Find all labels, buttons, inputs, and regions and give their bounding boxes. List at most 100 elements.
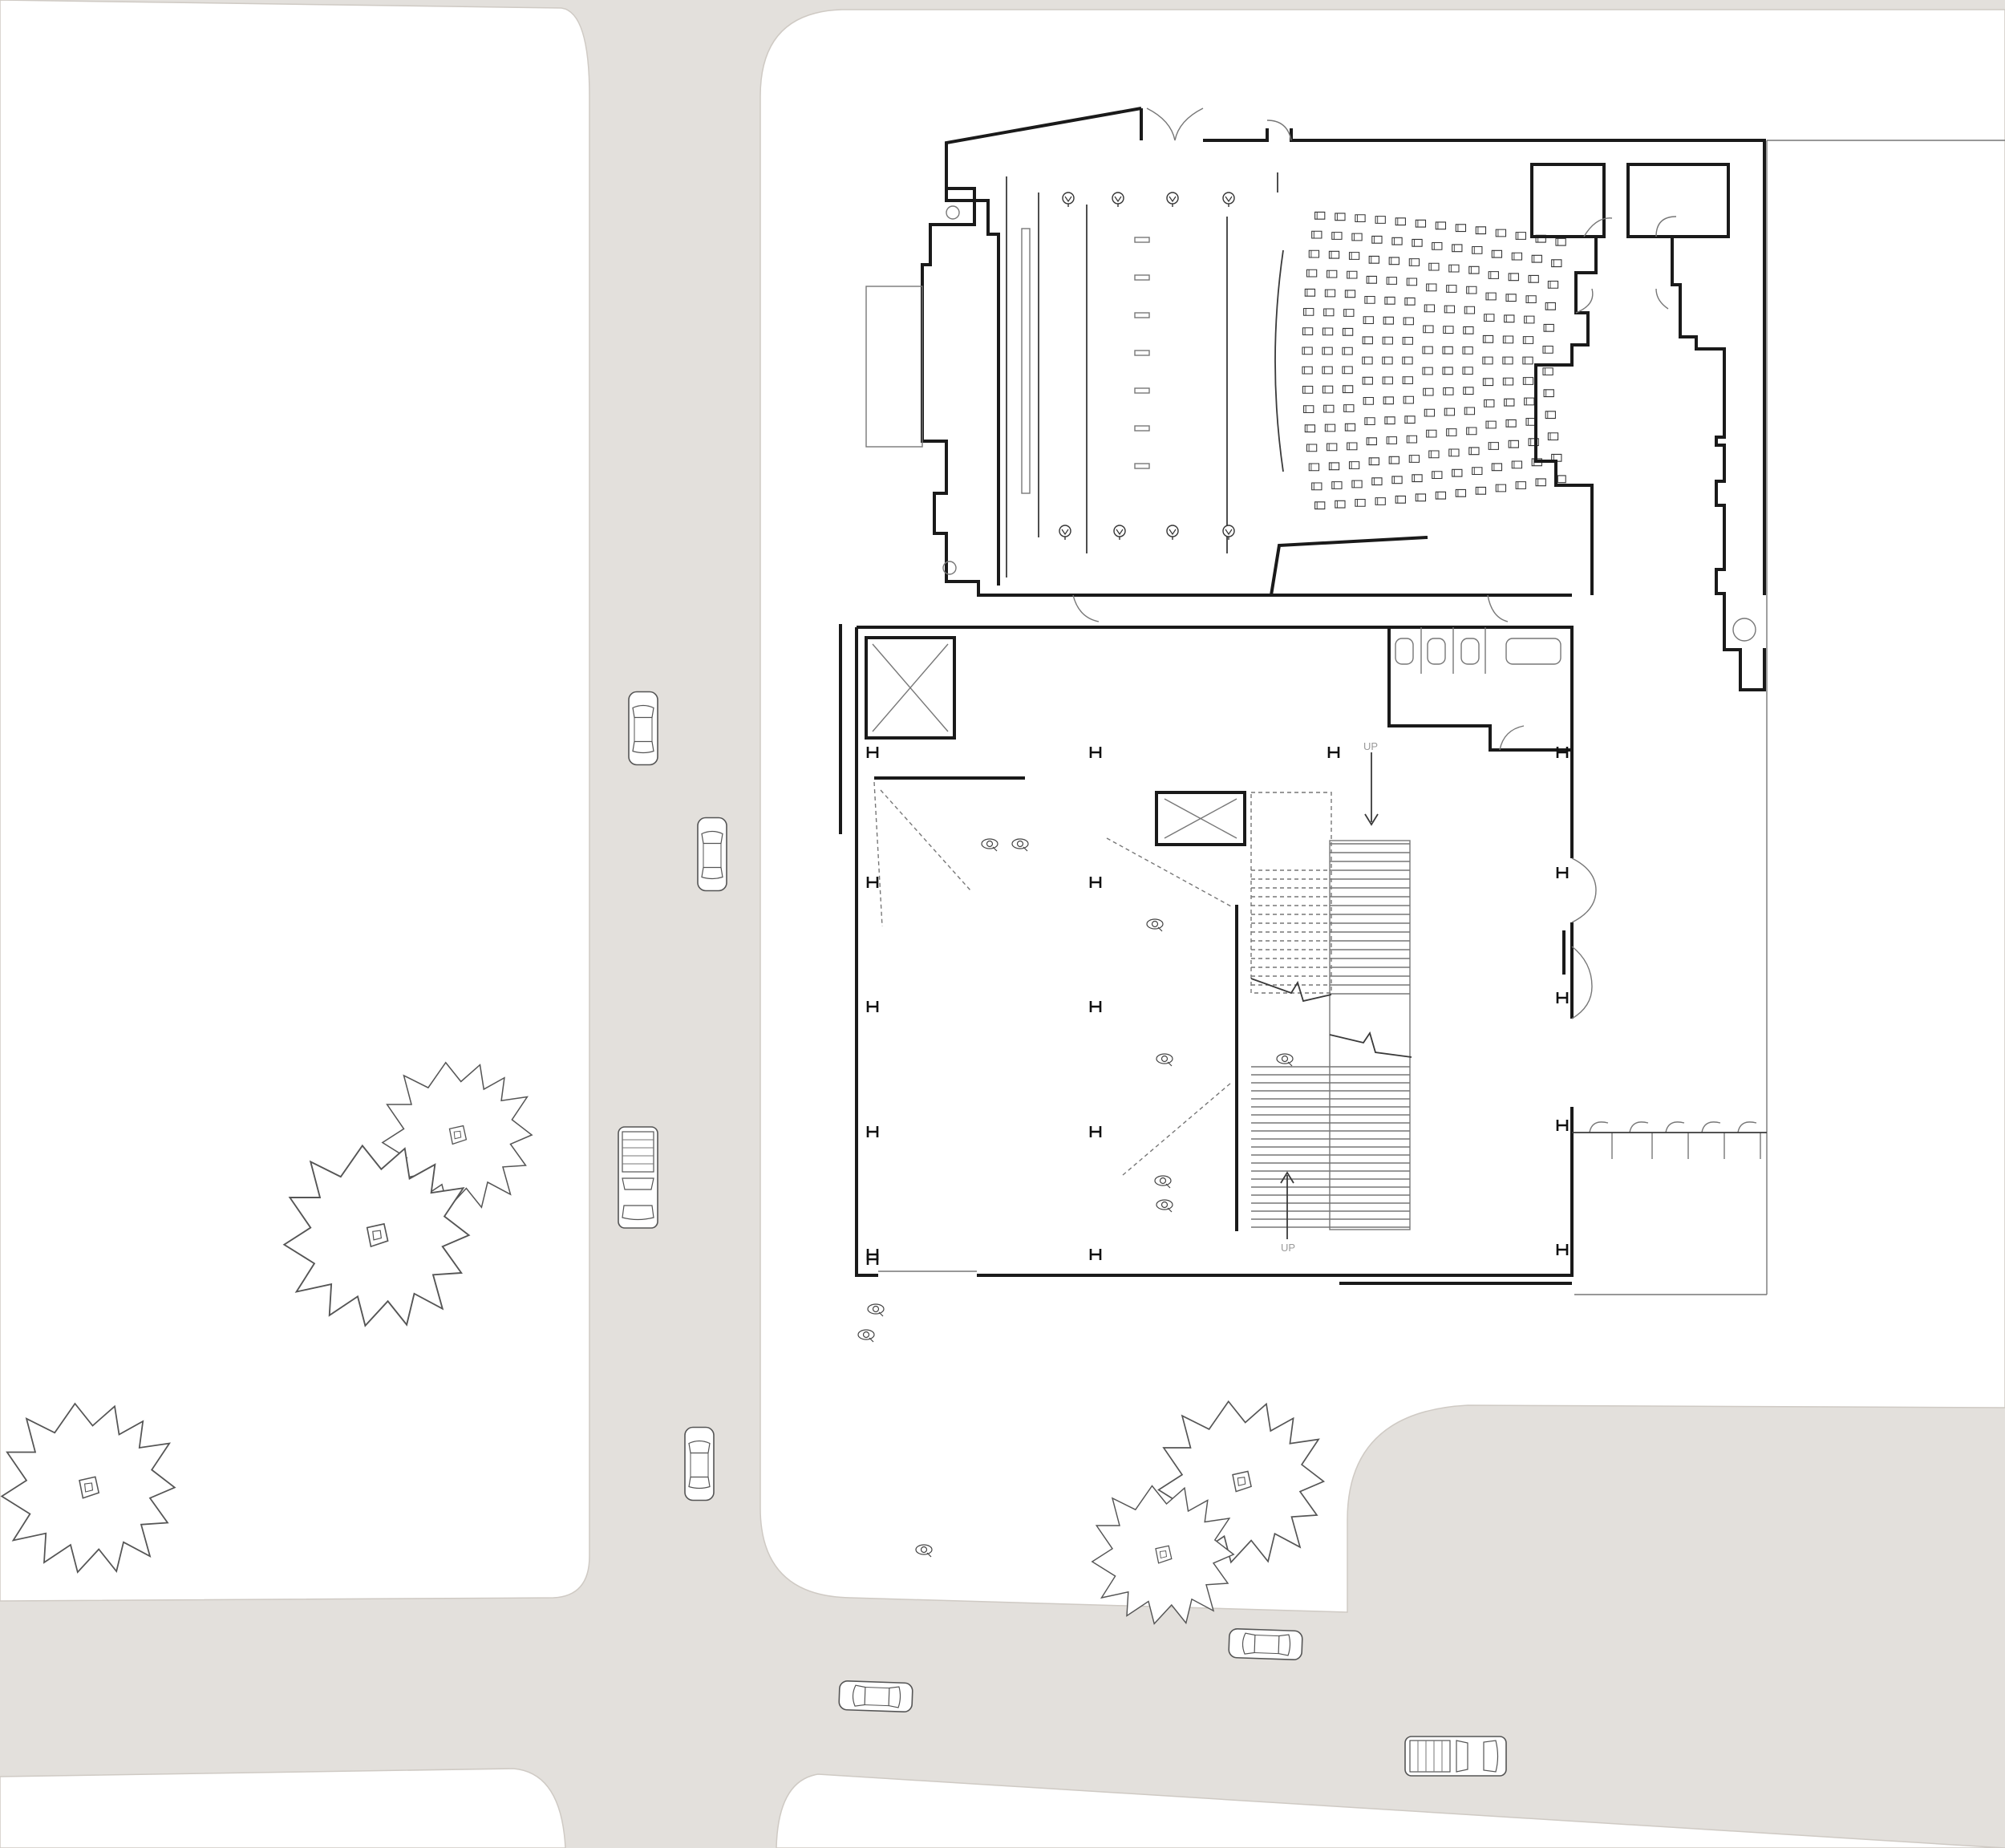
- auditorium-chair-icon: [1306, 444, 1318, 452]
- auditorium-chair-icon: [1322, 385, 1334, 394]
- auditorium-top-wall: [1140, 108, 1766, 595]
- auditorium-chair-icon: [1382, 376, 1393, 385]
- auditorium-chair-icon: [1531, 254, 1542, 263]
- auditorium-chair-icon: [1384, 416, 1395, 425]
- pickup-truck-icon: [1404, 1736, 1507, 1777]
- corner-fixture: [946, 205, 960, 220]
- auditorium-chair-icon: [1484, 399, 1495, 407]
- elevator-shaft: [865, 636, 956, 740]
- auditorium-chair-icon: [1423, 387, 1434, 396]
- service-fixture: [1732, 618, 1756, 642]
- stair-break-line: [1250, 978, 1332, 1003]
- auditorium-chair-icon: [1323, 308, 1335, 317]
- auditorium-chair-icon: [1386, 277, 1397, 285]
- auditorium-chair-icon: [1308, 463, 1320, 472]
- auditorium-chair-icon: [1388, 456, 1399, 464]
- auditorium-chair-icon: [1488, 442, 1499, 450]
- auditorium-chair-icon: [1542, 367, 1553, 376]
- auditorium-chair-icon: [1504, 314, 1515, 323]
- corner-fixture: [942, 561, 957, 575]
- auditorium-chair-icon: [1368, 255, 1379, 264]
- auditorium-inner-wall: [945, 143, 1000, 586]
- auditorium-outer-wall: [921, 107, 1572, 597]
- auditorium-chair-icon: [1324, 424, 1336, 432]
- auditorium-chair-icon: [1525, 295, 1537, 304]
- auditorium-chair-icon: [1395, 495, 1406, 504]
- auditorium-chair-icon: [1508, 273, 1519, 282]
- auditorium-chair-icon: [1502, 377, 1514, 386]
- auditorium-chair-icon: [1408, 455, 1420, 463]
- auditorium-chair-icon: [1448, 264, 1460, 273]
- stair: UP UP: [1250, 740, 1412, 1254]
- auditorium-chair-icon: [1342, 385, 1354, 394]
- auditorium-chair-icon: [1485, 420, 1497, 429]
- auditorium-chair-icon: [1364, 417, 1375, 426]
- auditorium-chair-icon: [1402, 376, 1413, 385]
- auditorium-chair-icon: [1522, 377, 1534, 385]
- auditorium-chair-icon: [1491, 249, 1503, 258]
- auditorium-chair-icon: [1524, 315, 1535, 324]
- service-door: [1655, 288, 1669, 310]
- car-icon: [838, 1680, 913, 1713]
- auditorium-chair-icon: [1328, 250, 1340, 259]
- auditorium-chair-icon: [1404, 297, 1416, 306]
- auditorium-chair-icon: [1304, 288, 1316, 297]
- auditorium-chair-icon: [1442, 367, 1453, 375]
- auditorium-chair-icon: [1446, 285, 1457, 293]
- auditorium-chair-icon: [1524, 397, 1535, 406]
- auditorium-chair-icon: [1331, 481, 1343, 489]
- pivot-panel: [1122, 1082, 1232, 1176]
- auditorium-chair-icon: [1502, 356, 1513, 365]
- auditorium-chair-icon: [1495, 484, 1507, 492]
- auditorium-chair-icon: [1412, 474, 1423, 483]
- auditorium-chair-icon: [1406, 435, 1418, 444]
- auditorium-chair-icon: [1342, 327, 1354, 336]
- projection-annex: [865, 286, 923, 448]
- auditorium-chair-icon: [1468, 447, 1480, 456]
- auditorium-chair-icon: [1515, 481, 1526, 489]
- auditorium-chair-icon: [1335, 500, 1346, 509]
- auditorium-chair-icon: [1322, 327, 1334, 336]
- auditorium-chair-icon: [1371, 477, 1383, 486]
- auditorium-chair-icon: [1444, 407, 1456, 416]
- auditorium-chair-icon: [1462, 346, 1473, 355]
- auditorium-chair-icon: [1415, 493, 1427, 502]
- auditorium-chair-icon: [1344, 290, 1356, 298]
- auditorium-chair-icon: [1442, 346, 1453, 355]
- auditorium-chair-icon: [1348, 461, 1360, 469]
- auditorium-chair-icon: [1311, 482, 1322, 491]
- auditorium-chair-icon: [1395, 217, 1406, 226]
- auditorium-chair-icon: [1364, 295, 1375, 304]
- auditorium-chair-icon: [1551, 259, 1562, 268]
- auditorium-chair-icon: [1403, 395, 1414, 404]
- auditorium-chair-icon: [1482, 334, 1494, 343]
- auditorium-chair-icon: [1403, 317, 1414, 326]
- auditorium-chair-icon: [1502, 335, 1514, 344]
- auditorium-lower-door: [1072, 594, 1100, 622]
- auditorium-chair-icon: [1362, 376, 1373, 385]
- auditorium-chair-icon: [1475, 226, 1487, 235]
- city-block-main: [759, 9, 2005, 1613]
- auditorium-chair-icon: [1363, 316, 1374, 325]
- stair-treads: [1251, 843, 1410, 1228]
- auditorium-chair-icon: [1355, 214, 1366, 223]
- auditorium-chair-icon: [1472, 245, 1483, 254]
- auditorium-chair-icon: [1302, 346, 1313, 355]
- car-icon: [1228, 1627, 1303, 1661]
- auditorium-chair-icon: [1426, 429, 1437, 438]
- auditorium-chair-icon: [1522, 356, 1533, 365]
- service-wing: [1530, 140, 2005, 1295]
- auditorium-chair-icon: [1504, 398, 1515, 407]
- auditorium-chair-icon: [1348, 252, 1360, 260]
- auditorium-chair-icon: [1426, 283, 1437, 292]
- pivot-panel: [1106, 837, 1232, 907]
- auditorium-chair-icon: [1366, 437, 1377, 446]
- auditorium-chair-icon: [1347, 442, 1358, 451]
- auditorium-chair-icon: [1412, 238, 1423, 247]
- auditorium-chair-icon: [1342, 366, 1353, 375]
- auditorium-chair-icon: [1468, 265, 1480, 274]
- auditorium-chair-icon: [1304, 424, 1316, 433]
- auditorium-chair-icon: [1311, 230, 1322, 239]
- stair-up-label-top: UP: [1363, 740, 1378, 752]
